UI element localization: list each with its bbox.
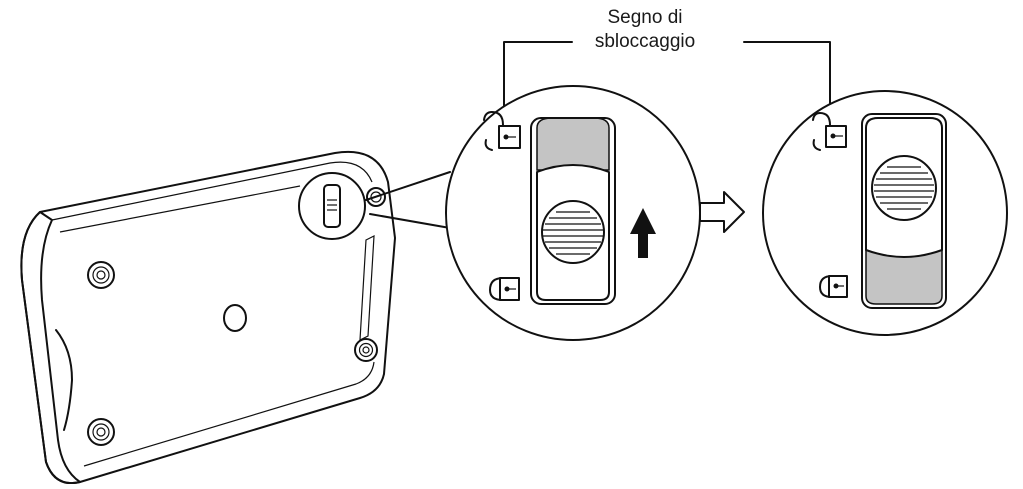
scanner-foot-2 xyxy=(87,418,115,446)
scanner-right-slot xyxy=(359,234,375,342)
callout-leaders xyxy=(503,41,831,113)
unlock-mark-label-line1: Segno di xyxy=(607,7,683,28)
right-arrow-icon xyxy=(699,191,745,233)
scanner-center-hole xyxy=(223,304,247,332)
scanner-inner-edge xyxy=(59,185,301,233)
scanner-device xyxy=(20,150,396,484)
lock-icon xyxy=(819,275,848,298)
scanner-bottom-edge xyxy=(83,361,375,467)
unlock-mark-label: Segno di sbloccaggio xyxy=(560,6,730,54)
zoom-circle-unlocked xyxy=(762,90,1008,336)
scanner-side-slot xyxy=(55,329,73,431)
slider-switch-locked xyxy=(530,117,616,305)
zoom-connector xyxy=(365,171,451,229)
device-magnifier-circle xyxy=(298,172,366,240)
unlock-mark-label-line2: sbloccaggio xyxy=(594,31,696,52)
scanner-foot-1 xyxy=(87,261,115,289)
scanner-foot-3 xyxy=(354,338,378,362)
slider-switch-unlocked xyxy=(861,113,947,309)
lock-icon xyxy=(489,277,520,301)
zoom-circle-locked xyxy=(445,85,701,341)
up-arrow-icon xyxy=(630,208,656,258)
scanner-top-ridge xyxy=(51,161,373,221)
unlock-icon xyxy=(483,111,521,151)
device-lock-switch xyxy=(323,184,341,228)
unlock-icon xyxy=(812,112,847,151)
scanner-end-face xyxy=(20,211,81,484)
